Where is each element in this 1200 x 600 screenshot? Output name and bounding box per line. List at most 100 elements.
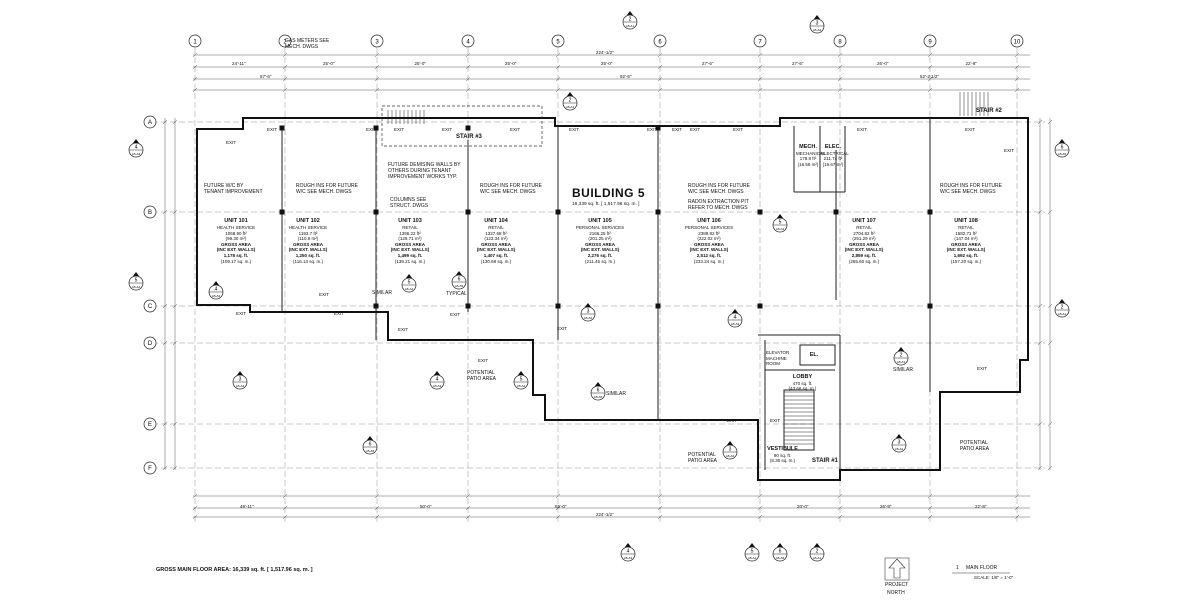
svg-text:5: 5 [779,220,782,226]
note-similar-1: SIMILAR [372,290,393,296]
column-marker [555,209,561,215]
svg-text:A5-A2: A5-A2 [584,316,593,320]
column-marker [655,209,661,215]
note-patio-1: POTENTIAL PATIO AREA [467,370,496,382]
dimension-top: 25'-0" [505,61,517,66]
note-columns: COLUMNS SEE STRUCT. DWGS [390,197,429,209]
grid-bubble-col: 7 [753,34,767,48]
svg-text:6: 6 [369,442,372,448]
unit-name: UNIT 104 [484,218,508,224]
column-marker [279,125,285,131]
note-rough-ins-3: ROUGH INS FOR FUTURE W/C SEE MECH. DWGS [688,183,750,195]
note-patio-3: POTENTIAL PATIO AREA [960,440,989,452]
unit-use: RETAIL [402,225,418,230]
exit-sign: EXIT [450,312,461,317]
unit-gsf: 1,178 sq. ft. [223,252,249,258]
exit-sign: EXIT [647,127,658,132]
section-callout: 4A5-A3 [727,309,743,328]
unit-sf: 2166.25 ft² [589,230,611,236]
north-label-2: NORTH [887,590,905,596]
unit-sm: (222.02 m²) [697,236,721,242]
unit-gsm: (265.60 sq. m.) [848,258,880,264]
svg-text:2: 2 [1061,305,1064,311]
dimension-top: 25'-0" [601,61,613,66]
dimension-bottom: 22'-8" [975,504,987,509]
grid-bubble-col: 6 [653,34,667,48]
section-callout: 6A5-A5 [362,436,378,455]
svg-text:F: F [148,466,152,472]
dimension-bottom: 26'-9" [880,504,892,509]
grid-bubble-row: C [143,299,157,313]
svg-text:A5-A4: A5-A4 [405,287,414,291]
unit-name: UNIT 105 [588,218,612,224]
section-callout: 3A5-A2 [809,15,825,34]
gross-floor-area: GROSS MAIN FLOOR AREA: 16,339 sq. ft. [ … [156,567,313,573]
unit-ga: GROSS AREA [693,241,725,247]
building-title: BUILDING 5 [572,186,646,200]
svg-text:A: A [148,120,152,126]
svg-text:A5-A2: A5-A2 [895,447,904,451]
overall-dimension-bottom: 224'-1/2" [596,512,614,517]
note-typical: TYPICAL [446,291,467,297]
svg-text:6: 6 [458,277,461,283]
svg-text:2: 2 [283,40,287,46]
svg-text:A5-A4: A5-A4 [748,556,757,560]
svg-text:6: 6 [597,388,600,394]
note-rough-ins-1: ROUGH INS FOR FUTURE W/C SEE MECH. DWGS [296,183,358,195]
svg-text:7: 7 [758,40,762,46]
unit-gi: (INC EXT. WALLS) [288,247,328,253]
sheet-scale: SCALE: 1/8" = 1'-0" [974,575,1014,580]
dimension-top: 27'-6" [792,61,804,66]
section-callout: 4A5-A3 [429,371,445,390]
exit-sign: EXIT [226,140,237,145]
section-callout: 5A5-A4 [513,371,529,390]
unit-gsm: (233.34 sq. m.) [693,258,725,264]
section-callout: 2A5-A1 [1054,299,1070,318]
exit-sign: EXIT [334,311,345,316]
column-marker [465,125,471,131]
column-marker [655,303,661,309]
stair-3-label: STAIR #3 [456,134,482,140]
svg-text:3: 3 [375,40,379,46]
exit-sign: EXIT [236,311,247,316]
unit-ga: GROSS AREA [220,241,252,247]
unit-sf: 1396.22 ft² [399,230,421,236]
svg-text:A5-A4: A5-A4 [517,384,526,388]
dimension-top: 27'-6" [702,61,714,66]
grid-bubble-col: 10 [1010,34,1024,48]
note-patio-2: POTENTIAL PATIO AREA [688,452,717,464]
section-callout: 2A5-A1 [562,92,578,111]
svg-text:4: 4 [215,287,218,293]
unit-sf: 1327.68 ft² [485,230,507,236]
section-callout: 5A5-A4 [772,214,788,233]
section-callout: 6A5-A5 [451,271,467,290]
note-demising: FUTURE DEMISING WALLS BY OTHERS DURING T… [388,162,461,180]
svg-text:2: 2 [629,17,632,23]
svg-text:5: 5 [556,40,560,46]
column-marker [465,209,471,215]
exit-sign: EXIT [569,127,580,132]
dimension-mid: 57'-6" [260,74,272,79]
column-marker [373,303,379,309]
unit-use: RETAIL [488,225,504,230]
unit-sm: (147.04 m²) [954,236,978,242]
dimension-strings [162,52,1053,520]
unit-gi: (INC EXT. WALLS) [844,247,884,253]
north-label-1: PROJECT [885,582,909,588]
unit-gi: (INC EXT. WALLS) [580,247,620,253]
svg-text:E: E [148,422,152,428]
unit-gsf: 1,407 sq. ft. [483,252,509,258]
svg-text:4: 4 [135,145,138,151]
exit-sign: EXIT [690,127,701,132]
exit-sign: EXIT [1004,148,1015,153]
svg-text:A5-A5: A5-A5 [1058,152,1067,156]
column-marker [757,209,763,215]
section-callout: 4A5-A3 [208,281,224,300]
svg-text:A5-A1: A5-A1 [897,360,906,364]
unit-gsm: (109.17 sq. m.) [220,258,252,264]
svg-text:6: 6 [779,549,782,555]
